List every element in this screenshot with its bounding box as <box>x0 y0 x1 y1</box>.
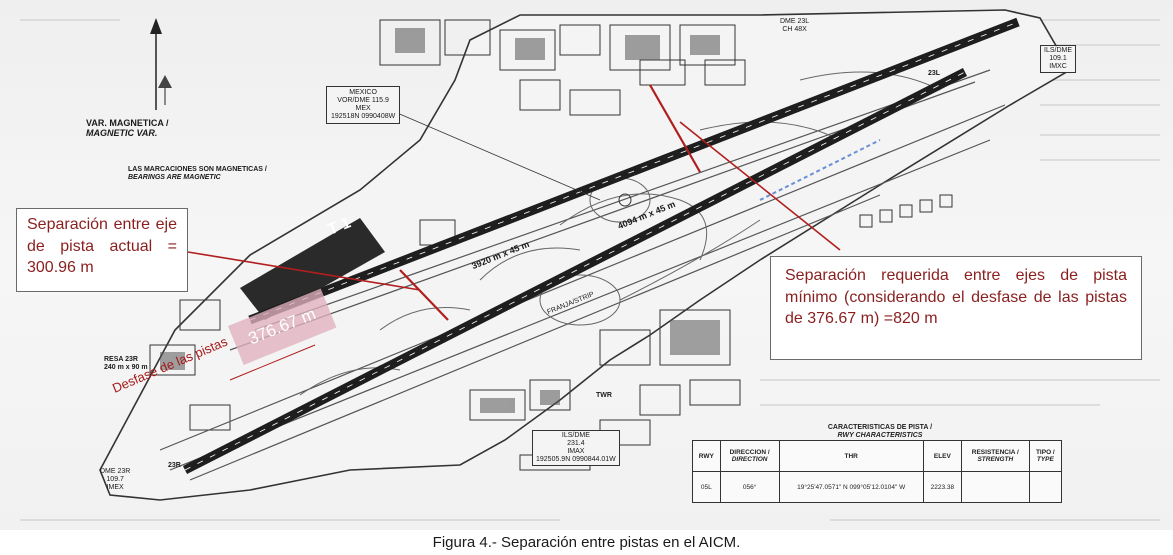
required-separation-box: Separación requerida entre ejes de pista… <box>770 256 1142 360</box>
header-thr-es: THR <box>844 452 858 460</box>
cell-thr: 19°25'47.0571" N 099°05'12.0104" W <box>778 471 924 503</box>
header-type-en: TYPE <box>1036 456 1054 463</box>
vor-coords: 192518N 0990408W <box>331 113 396 121</box>
header-type: TIPO /TYPE <box>1028 440 1063 472</box>
current-separation-leader <box>187 251 421 291</box>
resa-dims: 240 m x 90 m <box>104 364 148 372</box>
header-rwy-es: RWY <box>698 452 714 460</box>
bearings-label: LAS MARCACIONES SON MAGNETICAS / BEARING… <box>128 166 267 182</box>
header-strength-es: RESISTENCIA / <box>971 449 1019 456</box>
vor-symbol <box>618 193 632 207</box>
ils-bottom-coords: 192505.9N 0990844.01W <box>536 456 616 464</box>
vor-name: MEXICO <box>349 89 377 96</box>
bearings-es: LAS MARCACIONES SON MAGNETICAS / <box>128 166 267 173</box>
header-type-es: TIPO / <box>1035 449 1055 456</box>
current-separation-line <box>399 269 449 321</box>
rwy-table-title-es: CARACTERISTICAS DE PISTA / <box>827 424 933 431</box>
ils-right-name: ILS/DME <box>1044 47 1073 54</box>
vor-id: MEX <box>355 105 371 113</box>
blue-dashed-line <box>759 139 881 201</box>
figure-caption: Figura 4.- Separación entre pistas en el… <box>432 534 741 551</box>
vor-info-box: MEXICO VOR/DME 115.9 MEX 192518N 0990408… <box>326 86 401 125</box>
header-direction: DIRECCION /DIRECTION <box>719 440 780 472</box>
rwy-23r-label: 23R <box>168 462 181 469</box>
vor-freq: VOR/DME 115.9 <box>337 97 389 105</box>
cell-rwy: 05L <box>692 471 721 503</box>
header-strength: RESISTENCIA /STRENGTH <box>960 440 1030 472</box>
runway-centerline-upper <box>249 21 1019 321</box>
ils-bottom-box: ILS/DME 231.4 IMAX 192505.9N 0990844.01W <box>532 430 620 467</box>
header-strength-en: STRENGTH <box>977 456 1014 463</box>
dme-top-box: DME 23L CH 48X <box>780 18 809 34</box>
rwy-characteristics-table: RWY DIRECCION /DIRECTION THR ELEV RESIST… <box>692 440 1063 503</box>
dme-top-ch: CH 48X <box>782 26 807 34</box>
vor-pointer <box>394 111 601 201</box>
table-header-row: RWY DIRECCION /DIRECTION THR ELEV RESIST… <box>692 440 1063 472</box>
dme-top-name: DME 23L <box>780 18 810 25</box>
airport-diagram: VAR. MAGNETICA / MAGNETIC VAR. LAS MARCA… <box>0 0 1173 530</box>
rwy-table-title-en: RWY CHARACTERISTICS <box>837 431 923 439</box>
mag-var-es: VAR. MAGNETICA / <box>86 118 169 128</box>
rwy-23l-label: 23L <box>928 70 941 77</box>
dme-bottom-left-name: DME 23R <box>100 468 131 475</box>
cell-direction: 056° <box>719 471 780 503</box>
twr-label: TWR <box>596 392 612 399</box>
mag-var-label: VAR. MAGNETICA / MAGNETIC VAR. <box>86 118 169 139</box>
north-arrow <box>150 18 172 110</box>
offset-guide-line <box>229 344 316 381</box>
dme-bottom-left-id: IMEX <box>106 484 124 492</box>
dme-bottom-left-freq: 109.7 <box>106 476 124 484</box>
ils-right-box: ILS/DME 109.1 IMXC <box>1040 45 1077 74</box>
cell-elev: 2223.38 <box>922 471 962 503</box>
table-row: 05L 056° 19°25'47.0571" N 099°05'12.0104… <box>692 471 1063 503</box>
current-separation-box: Separación entre eje de pista actual = 3… <box>16 208 188 292</box>
airport-map <box>20 9 1160 521</box>
terminal-1-block <box>240 218 385 320</box>
mag-var-en: MAGNETIC VAR. <box>86 128 158 139</box>
resa-name: RESA 23R <box>104 356 138 363</box>
header-direction-en: DIRECTION <box>731 456 768 463</box>
header-elev: ELEV <box>922 440 962 472</box>
building-clusters <box>149 19 953 471</box>
required-separation-line <box>649 84 701 173</box>
header-direction-es: DIRECCION / <box>729 449 770 456</box>
cell-strength <box>960 471 1030 503</box>
rwy-table-title: CARACTERISTICAS DE PISTA / RWY CHARACTER… <box>780 424 980 439</box>
resa-label: RESA 23R 240 m x 90 m <box>104 356 148 372</box>
cell-type <box>1028 471 1063 503</box>
header-thr: THR <box>778 440 924 472</box>
dme-bottom-left-box: DME 23R 109.7 IMEX <box>100 468 130 492</box>
ils-bottom-freq: 231.4 <box>567 440 585 448</box>
header-elev-es: ELEV <box>933 452 951 460</box>
header-rwy: RWY <box>692 440 721 472</box>
ils-right-id: IMXC <box>1049 63 1067 71</box>
ils-bottom-name: ILS/DME <box>561 432 590 439</box>
ils-right-freq: 109.1 <box>1049 55 1067 63</box>
ils-bottom-id: IMAX <box>567 448 585 456</box>
bearings-en: BEARINGS ARE MAGNETIC <box>128 174 221 182</box>
dense-structures <box>160 28 720 413</box>
required-separation-leader <box>679 121 841 251</box>
runway-centerline-lower <box>184 71 966 471</box>
airport-boundary <box>99 9 1072 501</box>
